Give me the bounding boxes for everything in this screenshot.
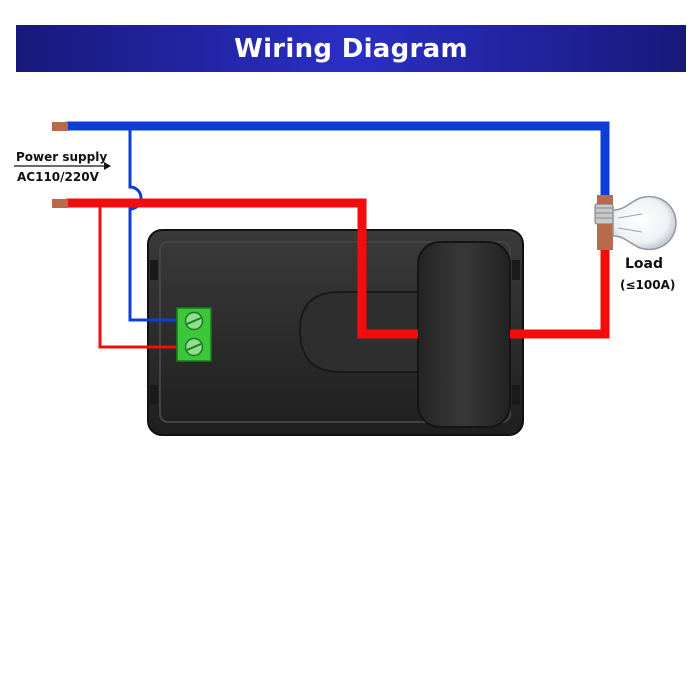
power-supply-label: Power supply	[16, 150, 108, 164]
copper-tip-neutral	[52, 122, 68, 131]
title-banner: Wiring Diagram	[16, 25, 686, 72]
page-title: Wiring Diagram	[234, 33, 468, 64]
load-rating-label: (≤100A)	[620, 278, 676, 292]
current-transformer-icon	[417, 241, 511, 428]
arrow-right-icon	[14, 162, 111, 170]
light-bulb-icon	[594, 195, 677, 251]
screw-terminal-icon	[176, 307, 212, 362]
copper-tip-live	[52, 199, 68, 208]
live-wire	[66, 198, 610, 349]
load-label: Load	[625, 256, 664, 272]
voltage-label: AC110/220V	[17, 170, 99, 184]
